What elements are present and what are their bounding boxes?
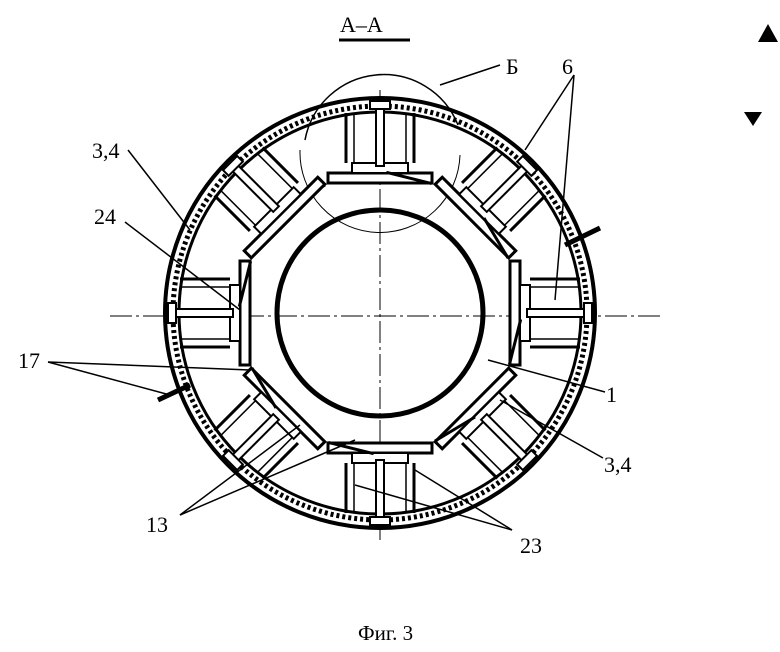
label-17: 17 xyxy=(18,348,40,373)
figure-caption: Фиг. 3 xyxy=(358,621,413,645)
label-23: 23 xyxy=(520,533,542,558)
triangle-up-icon xyxy=(758,24,778,42)
label-3-4-bottom: 3,4 xyxy=(604,452,632,477)
label-6: 6 xyxy=(562,54,573,79)
label-13: 13 xyxy=(146,512,168,537)
label-1: 1 xyxy=(606,382,617,407)
label-3-4-top: 3,4 xyxy=(92,138,120,163)
triangle-down-icon xyxy=(744,112,762,126)
section-title: А–А xyxy=(340,12,383,37)
label-detail-b: Б xyxy=(506,54,519,79)
label-24: 24 xyxy=(94,204,116,229)
